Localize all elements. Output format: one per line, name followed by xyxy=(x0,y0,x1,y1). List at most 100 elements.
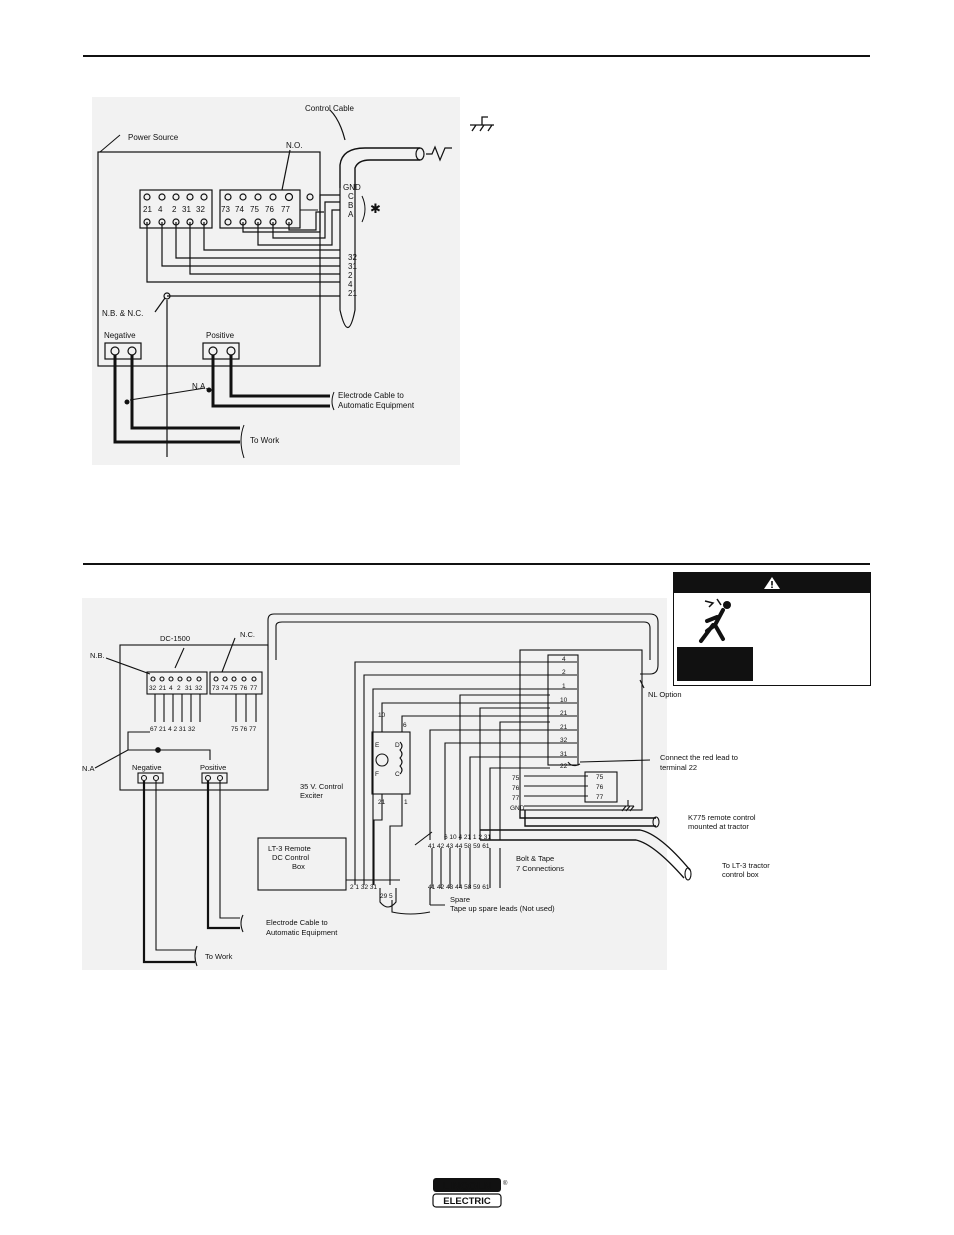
svg-text:2: 2 xyxy=(562,669,566,676)
positive-cable-2 xyxy=(229,355,330,398)
positive-cable-1 xyxy=(211,355,330,408)
warning-triangle-icon xyxy=(764,577,780,589)
dc1500-bottom-left-labels: 67 21 4 2 31 32 xyxy=(150,726,196,733)
svg-text:10: 10 xyxy=(378,712,386,719)
no-leader xyxy=(281,149,291,191)
diagram-1: Power Source Control Cable N.O. N.B. & N… xyxy=(92,97,494,465)
svg-text:77: 77 xyxy=(512,795,520,802)
positive-label-2: Positive xyxy=(200,763,226,772)
svg-text:76: 76 xyxy=(596,784,604,791)
exciter-armature xyxy=(375,753,389,767)
strip-left-labels: 21 4 2 31 32 xyxy=(143,205,205,214)
logo-registered-mark: ® xyxy=(503,1180,508,1187)
bolt-tape-leads xyxy=(431,848,501,888)
logo-line-1: LINCOLN xyxy=(443,1181,492,1193)
to-work-brace-2 xyxy=(194,945,198,967)
spare-label: Spare xyxy=(450,895,470,904)
electrode-brace-2 xyxy=(240,914,244,933)
lt3-tractor-label-1: To LT-3 tractor xyxy=(722,861,770,870)
svg-text:31: 31 xyxy=(560,751,568,758)
svg-text:4: 4 xyxy=(562,656,566,663)
svg-text:A: A xyxy=(348,210,354,219)
top-rule xyxy=(83,55,870,57)
svg-text:GND: GND xyxy=(510,805,525,812)
svg-text:76: 76 xyxy=(512,785,520,792)
dc1500-strip-left xyxy=(146,671,208,695)
asterisk-mark: ✱ xyxy=(370,201,381,216)
diagram-2-background xyxy=(82,598,667,970)
tape-spare-label: Tape up spare leads (Not used) xyxy=(450,904,555,913)
small-terminal-strip xyxy=(584,771,618,803)
svg-text:B: B xyxy=(348,201,353,210)
negative-cable-2 xyxy=(130,355,240,430)
small-strip-labels: 75 76 77 GND 75 76 77 xyxy=(510,774,604,812)
svg-text:76: 76 xyxy=(240,685,248,692)
electrode-brace xyxy=(331,391,335,411)
plug-ground-circle xyxy=(306,193,314,201)
svg-text:D: D xyxy=(395,742,400,749)
nb-nc-label: N.B. & N.C. xyxy=(102,309,143,318)
svg-text:74: 74 xyxy=(235,205,244,214)
logo-line-2: ELECTRIC xyxy=(443,1196,491,1207)
electric-shock-icon xyxy=(677,595,753,647)
warning-box xyxy=(673,572,871,686)
electrode-cable-label-2-1: Electrode Cable to xyxy=(266,918,328,927)
middle-rule xyxy=(83,563,870,565)
svg-text:21: 21 xyxy=(159,685,167,692)
electrode-cable-label-1: Electrode Cable to xyxy=(338,391,404,400)
dc1500-label: DC-1500 xyxy=(160,634,190,643)
na-label-2: N.A xyxy=(82,764,95,773)
exciter-label-2: Exciter xyxy=(300,791,323,800)
svg-text:74: 74 xyxy=(221,685,229,692)
dc1500-strip-right xyxy=(209,671,263,695)
power-source-label: Power Source xyxy=(128,133,179,142)
svg-text:75: 75 xyxy=(512,775,520,782)
nl-option-label: NL Option xyxy=(648,690,682,699)
nc-label-2: N.C. xyxy=(240,630,255,639)
plug-pin-labels: GND C B A xyxy=(343,183,361,219)
svg-text:31: 31 xyxy=(185,685,193,692)
svg-text:77: 77 xyxy=(250,685,258,692)
to-work-label-2: To Work xyxy=(205,952,233,961)
negative-terminal-block xyxy=(104,342,142,360)
nb-nc-leader xyxy=(154,297,166,313)
control-cable-leader xyxy=(329,109,346,141)
pin-brace xyxy=(361,195,366,223)
k775-label-2: mounted at tractor xyxy=(688,822,749,831)
svg-text:C: C xyxy=(348,192,354,201)
lead-bottom-row: 41 42 43 44 58 59 61 xyxy=(428,884,490,891)
no-label: N.O. xyxy=(286,141,302,150)
control-cable-plug xyxy=(339,188,356,329)
to-work-brace xyxy=(240,424,245,459)
svg-text:75: 75 xyxy=(230,685,238,692)
exciter-terminal-labels: 10 6 E D F C 21 1 xyxy=(375,712,408,806)
lt3-box-label-2: DC Control xyxy=(272,853,309,862)
svg-text:C: C xyxy=(395,771,400,778)
connect-red-label-2: terminal 22 xyxy=(660,763,697,772)
svg-text:6: 6 xyxy=(403,722,407,729)
exciter-label-1: 35 V. Control xyxy=(300,782,343,791)
lead-top-row: 6 10 4 21 1 2 31 xyxy=(444,834,491,841)
svg-text:2: 2 xyxy=(172,205,177,214)
svg-text:4: 4 xyxy=(169,685,173,692)
lt3-lead-labels: 2 1 32 31 xyxy=(350,884,377,891)
nl-terminal-labels: 4 2 1 10 21 21 32 31 22 xyxy=(560,656,568,770)
svg-text:32: 32 xyxy=(348,253,357,262)
power-source-box xyxy=(97,151,321,367)
na-leader-2 xyxy=(94,749,129,769)
svg-text:75: 75 xyxy=(250,205,259,214)
svg-text:10: 10 xyxy=(560,697,568,704)
svg-text:1: 1 xyxy=(404,799,408,806)
svg-text:2: 2 xyxy=(348,271,353,280)
lead-mid-row: 41 42 43 44 58 59 61 xyxy=(428,843,490,850)
nl-terminal-strip xyxy=(547,654,579,766)
lt3-box-label-1: LT-3 Remote xyxy=(268,844,311,853)
cable-break-symbol xyxy=(426,145,452,162)
svg-text:73: 73 xyxy=(221,205,230,214)
svg-text:22: 22 xyxy=(560,763,568,770)
na-label: N.A. xyxy=(192,382,208,391)
svg-text:75: 75 xyxy=(596,774,604,781)
lt3-control-box xyxy=(257,837,347,891)
nb-label-2: N.B. xyxy=(90,651,105,660)
bolt-tape-label-1: Bolt & Tape xyxy=(516,854,554,863)
